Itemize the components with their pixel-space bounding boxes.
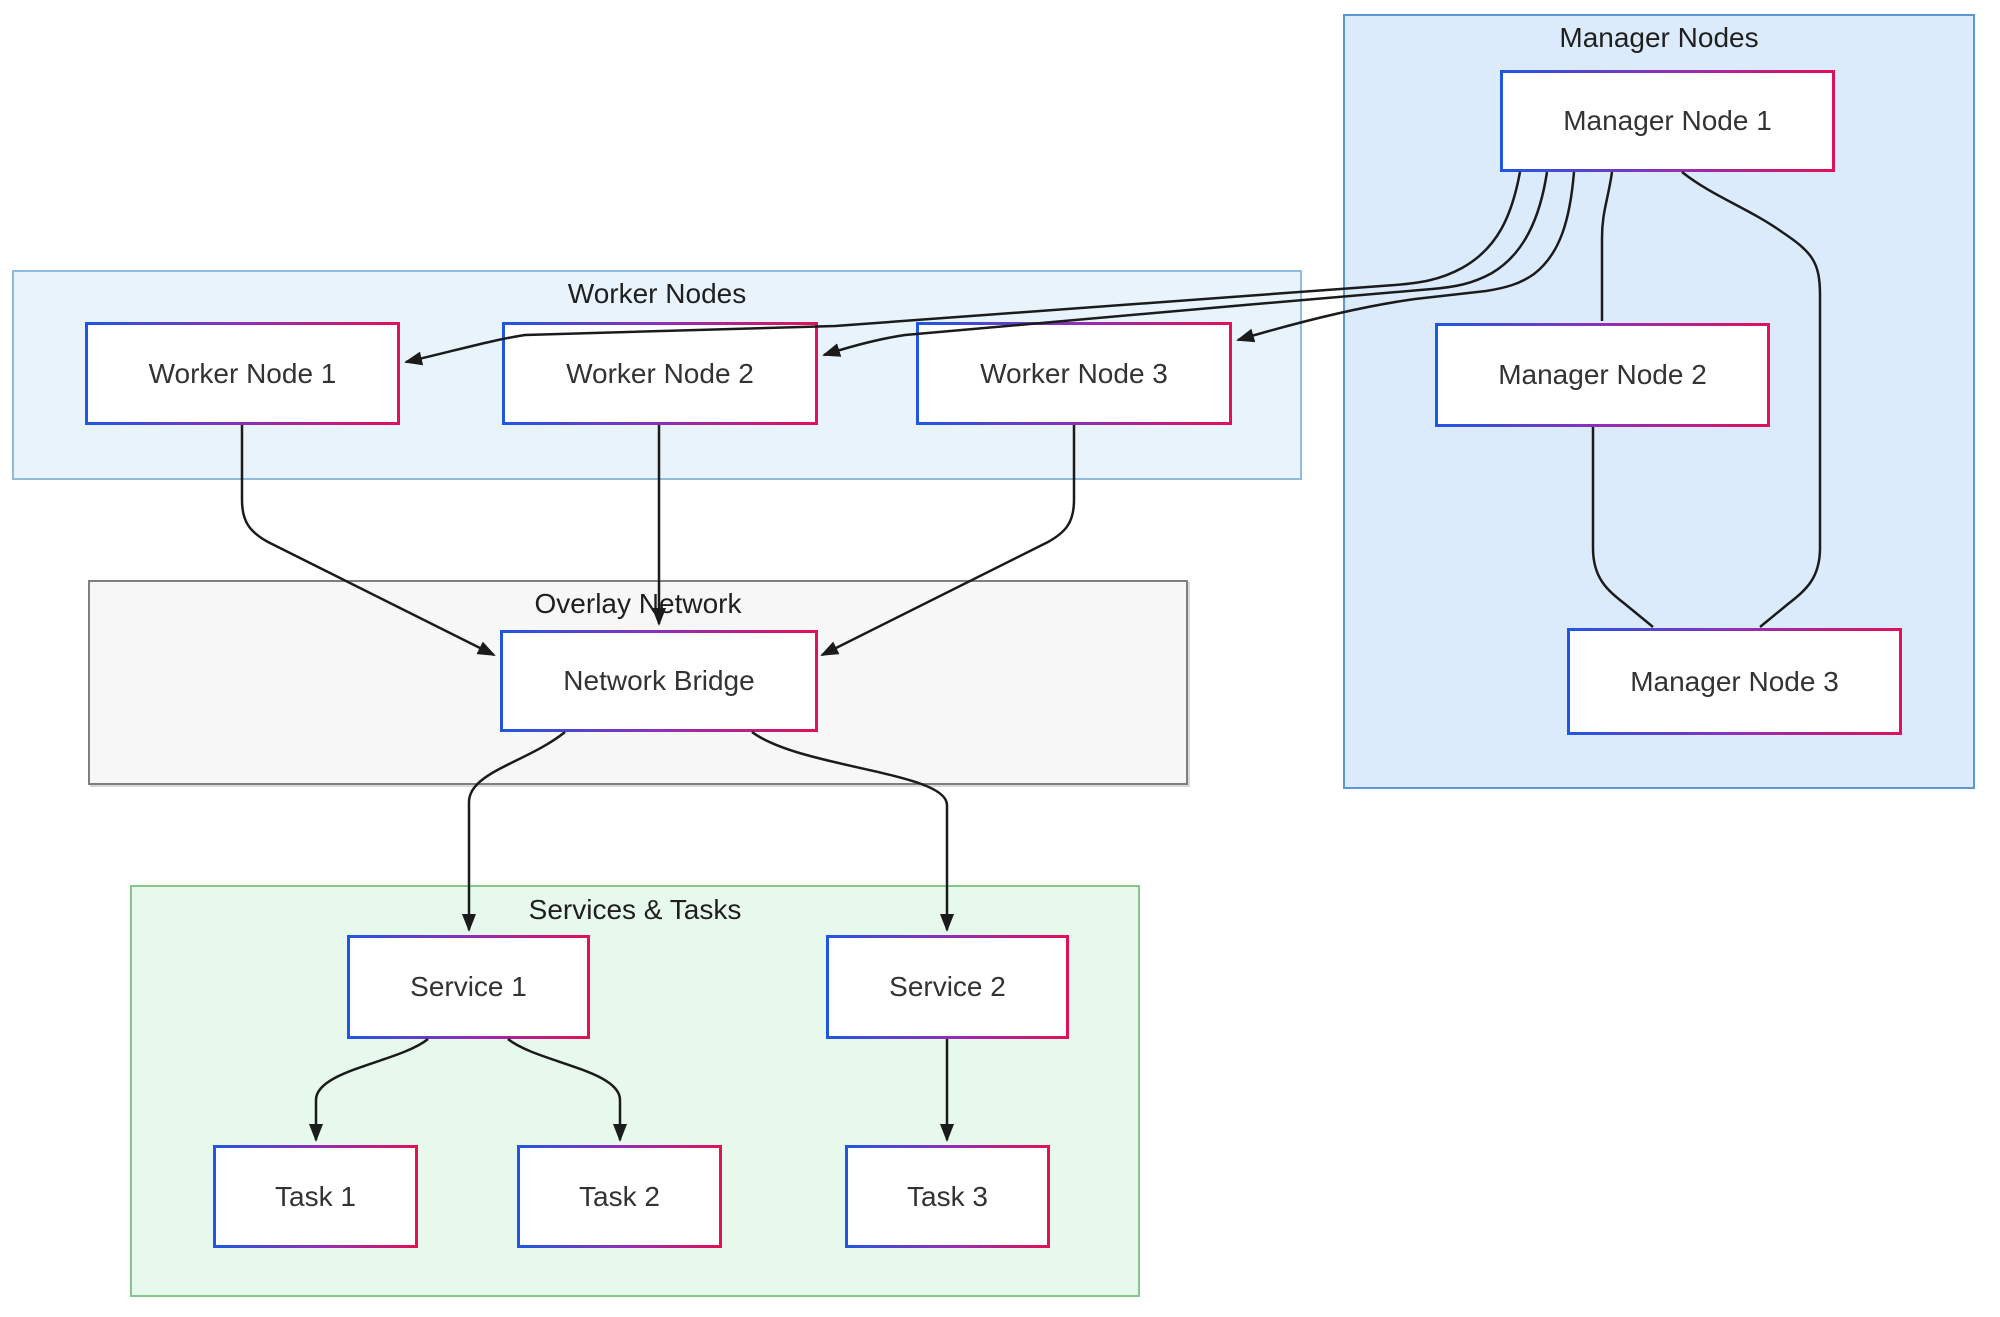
node-task-1-label: Task 1	[275, 1180, 356, 1212]
node-manager-1: Manager Node 1	[1500, 70, 1835, 172]
cluster-worker-nodes-title: Worker Nodes	[567, 278, 747, 309]
node-manager-3-label: Manager Node 3	[1630, 665, 1839, 697]
node-task-1: Task 1	[213, 1145, 418, 1248]
node-worker-3-label: Worker Node 3	[980, 357, 1168, 389]
node-manager-1-label: Manager Node 1	[1563, 105, 1772, 136]
node-worker-1: Worker Node 1	[85, 322, 400, 425]
node-service-1-label: Service 1	[410, 971, 527, 1002]
cluster-overlay-network-title: Overlay Network	[534, 588, 742, 619]
node-manager-3: Manager Node 3	[1567, 628, 1902, 735]
node-task-2-label: Task 2	[579, 1180, 660, 1212]
cluster-manager-nodes-title: Manager Nodes	[1559, 22, 1759, 53]
node-task-3-label: Task 3	[907, 1180, 988, 1212]
node-worker-2: Worker Node 2	[502, 322, 818, 425]
node-task-3: Task 3	[845, 1145, 1050, 1248]
node-network-bridge: Network Bridge	[500, 630, 818, 732]
node-network-bridge-label: Network Bridge	[563, 665, 755, 696]
node-manager-2-label: Manager Node 2	[1498, 359, 1707, 390]
node-service-1: Service 1	[347, 935, 590, 1039]
cluster-services-tasks-title: Services & Tasks	[528, 894, 742, 925]
node-worker-1-label: Worker Node 1	[148, 357, 337, 389]
node-worker-3: Worker Node 3	[916, 322, 1232, 425]
node-service-2: Service 2	[826, 935, 1069, 1039]
node-worker-2-label: Worker Node 2	[566, 357, 754, 389]
node-service-2-label: Service 2	[889, 971, 1006, 1002]
node-task-2: Task 2	[517, 1145, 722, 1248]
node-manager-2: Manager Node 2	[1435, 323, 1770, 427]
